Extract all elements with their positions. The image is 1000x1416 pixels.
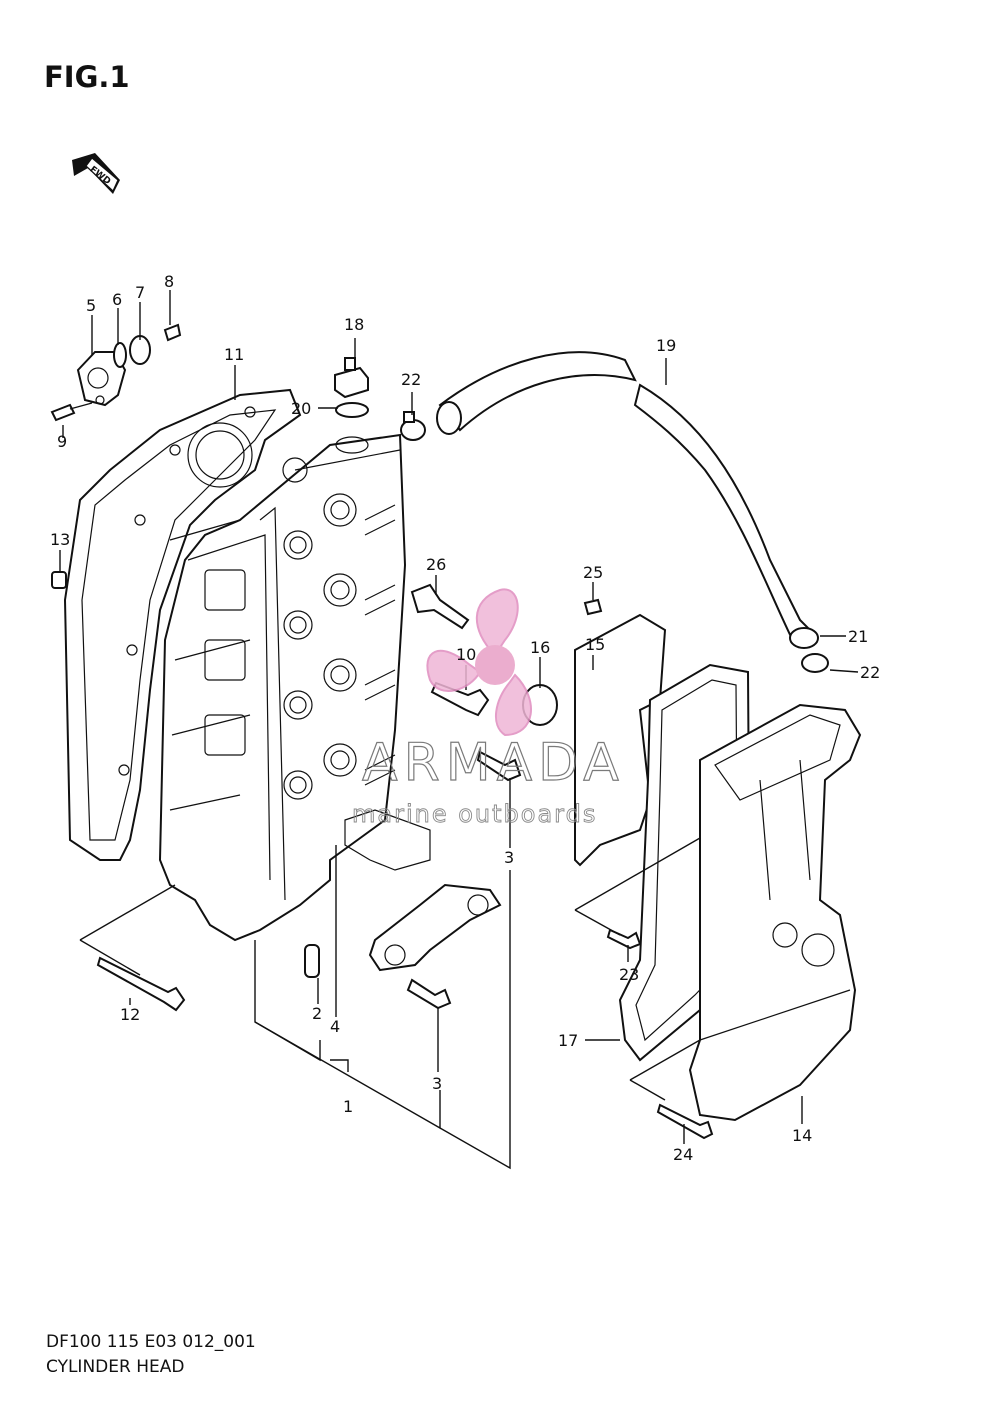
callout-3-lower: 3 <box>432 1074 442 1093</box>
callout-22-top: 22 <box>401 370 421 389</box>
callout-10: 10 <box>456 645 476 664</box>
thermostat-cover-part <box>50 323 182 422</box>
callout-19: 19 <box>656 336 676 355</box>
diagram-name: CYLINDER HEAD <box>46 1357 185 1377</box>
callout-6: 6 <box>112 290 122 309</box>
water-hose-part <box>436 351 819 649</box>
callout-1: 1 <box>343 1097 353 1116</box>
hose-clip-top-part <box>400 411 426 441</box>
screw-25-part <box>583 598 603 616</box>
callout-14: 14 <box>792 1126 812 1145</box>
callout-12: 12 <box>120 1005 140 1024</box>
callout-24: 24 <box>673 1145 693 1164</box>
callout-11: 11 <box>224 345 244 364</box>
callout-23: 23 <box>619 965 639 984</box>
hose-clip-lower-part <box>801 653 829 673</box>
leader-lines <box>59 290 859 1170</box>
callout-26: 26 <box>426 555 446 574</box>
forward-arrow-icon: FWD <box>72 153 120 194</box>
bolt-3-lower-part <box>406 978 452 1010</box>
cylinder-head-part <box>158 433 431 942</box>
dowel-2-part <box>304 944 320 978</box>
bolt-3-upper-part <box>476 750 522 782</box>
armada-watermark-logo <box>426 588 532 737</box>
dowel-pin-part <box>51 571 67 589</box>
diagram-code: DF100 115 E03 012_001 <box>46 1332 256 1352</box>
callout-8: 8 <box>164 272 174 291</box>
filler-plug-part <box>334 357 369 418</box>
callout-21: 21 <box>848 627 868 646</box>
callout-17: 17 <box>558 1031 578 1050</box>
figure-title: FIG.1 <box>44 60 130 94</box>
callout-18: 18 <box>344 315 364 334</box>
watermark-tagline: marine outboards <box>352 800 597 828</box>
callout-3-upper: 3 <box>504 848 514 867</box>
callout-20: 20 <box>291 399 311 418</box>
head-cover-14-part <box>688 703 862 1122</box>
callout-25: 25 <box>583 563 603 582</box>
cam-cap-part <box>368 883 502 972</box>
callout-16: 16 <box>530 638 550 657</box>
sensor-part <box>410 583 470 630</box>
callout-9: 9 <box>57 432 67 451</box>
bolt-24-part <box>656 1103 714 1140</box>
bolt-23-part <box>606 928 642 950</box>
callout-15: 15 <box>585 635 605 654</box>
callout-7: 7 <box>135 283 145 302</box>
bolt-12-part <box>96 956 186 1012</box>
callout-5: 5 <box>86 296 96 315</box>
head-gasket-part <box>63 388 302 861</box>
watermark-name: ARMADA <box>362 733 625 793</box>
callout-2: 2 <box>312 1004 322 1023</box>
callout-22-lower: 22 <box>860 663 880 682</box>
callout-4: 4 <box>330 1017 340 1036</box>
callout-13: 13 <box>50 530 70 549</box>
